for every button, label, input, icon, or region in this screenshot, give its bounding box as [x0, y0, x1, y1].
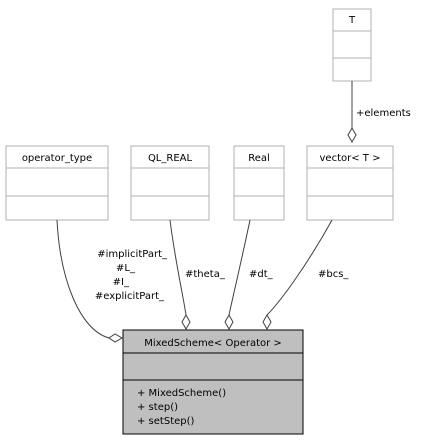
class-box-vector[interactable]: vector< T > — [306, 145, 394, 221]
class-name-t: T — [348, 15, 356, 26]
edge-label-i: #I_ — [113, 277, 130, 288]
class-name-ql-real: QL_REAL — [148, 153, 193, 164]
edge-label-theta: #theta_ — [185, 269, 226, 280]
method-set-step: + setStep() — [137, 416, 195, 427]
class-box-operator-type[interactable]: operator_type — [5, 145, 109, 221]
class-name-real: Real — [248, 153, 270, 164]
edge-label-bcs: #bcs_ — [318, 269, 349, 280]
class-box-mixed-scheme[interactable]: MixedScheme< Operator > + MixedScheme() … — [122, 329, 304, 435]
edge-theta: #theta_ — [169, 219, 226, 331]
method-mixed-scheme: + MixedScheme() — [137, 388, 226, 399]
aggregation-diamond-operator-type — [108, 333, 124, 343]
edge-label-elements: +elements — [356, 108, 411, 119]
edge-dt: #dt_ — [224, 219, 274, 331]
aggregation-diamond-bcs — [262, 313, 272, 331]
class-name-vector: vector< T > — [320, 153, 381, 164]
class-name-mixed-scheme: MixedScheme< Operator > — [144, 338, 282, 349]
aggregation-diamond-dt — [224, 313, 234, 331]
class-box-ql-real[interactable]: QL_REAL — [130, 145, 210, 221]
class-name-operator-type: operator_type — [22, 153, 92, 164]
edge-label-implicit-part: #implicitPart_ — [97, 249, 168, 260]
edge-label-l: #L_ — [116, 263, 136, 274]
aggregation-diamond-theta — [181, 313, 191, 331]
aggregation-diamond-vector — [347, 126, 357, 144]
edge-label-explicit-part: #explicitPart_ — [95, 291, 165, 302]
edge-operator-type: #implicitPart_ #L_ #I_ #explicitPart_ — [56, 219, 168, 343]
class-box-real[interactable]: Real — [233, 145, 285, 221]
method-step: + step() — [137, 402, 178, 413]
edge-bcs: #bcs_ — [262, 219, 349, 331]
edge-elements: +elements — [347, 81, 411, 144]
edge-label-dt: #dt_ — [249, 269, 274, 280]
class-box-t[interactable]: T — [332, 8, 372, 82]
